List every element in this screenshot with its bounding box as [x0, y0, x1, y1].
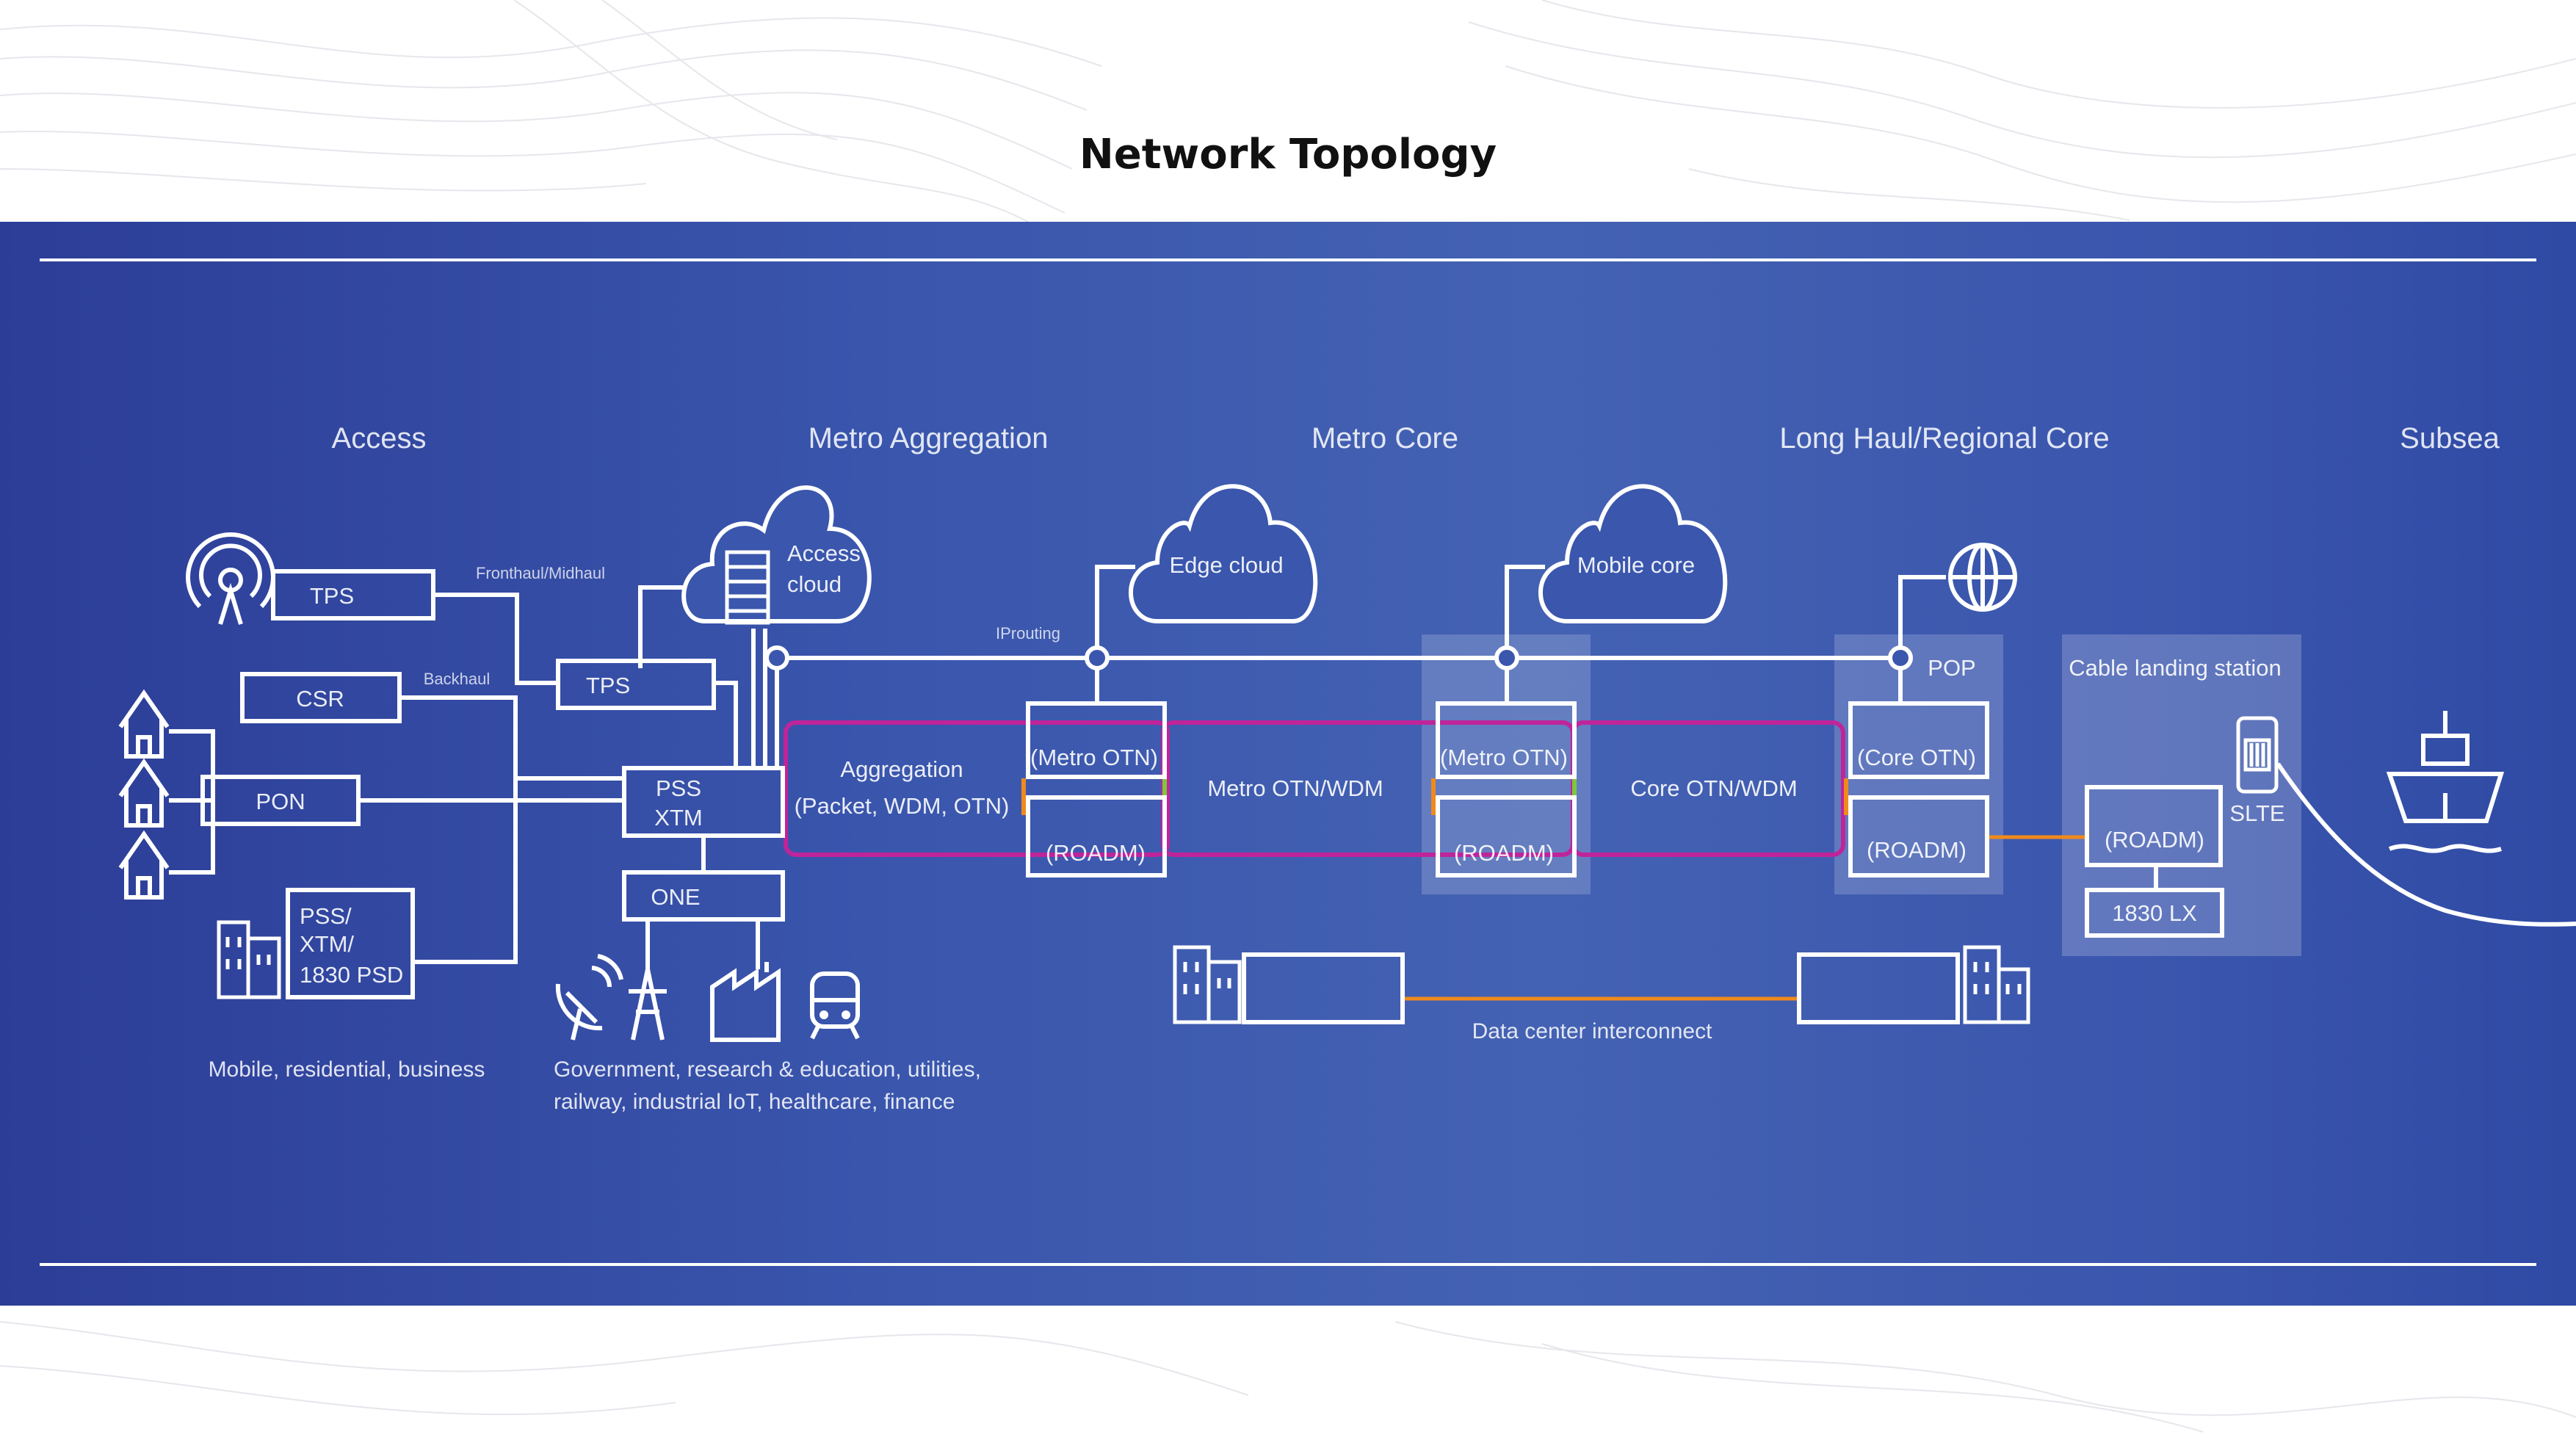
pon-box [200, 775, 361, 826]
slte-label: SLTE [2229, 800, 2284, 826]
roadm-box-2 [1436, 795, 1577, 878]
edge-cloud-icon [1129, 484, 1318, 623]
train-icon [810, 971, 860, 1040]
pss-psd-box [286, 888, 415, 999]
section-access: Access [332, 422, 427, 455]
tps-label-1: TPS [310, 583, 354, 609]
lx-box [2085, 888, 2224, 938]
access-cloud-label-1: Access [787, 540, 861, 566]
building-icon-dc-right [1963, 945, 2030, 1024]
ip-routing-label: IProuting [996, 624, 1060, 643]
pss-xtm-box [622, 766, 785, 838]
roadm-box-1 [1026, 795, 1167, 878]
access-users-caption: Mobile, residential, business [209, 1057, 485, 1082]
server-icon [725, 550, 770, 625]
edge-cloud-label: Edge cloud [1169, 552, 1283, 578]
metro-otn-wdm-label: Metro OTN/WDM [1207, 775, 1383, 801]
roadm-label-3: (ROADM) [1867, 837, 1967, 863]
house-icon-1 [118, 689, 170, 759]
ip-node-4 [1888, 645, 1913, 670]
core-otn-wdm-label: Core OTN/WDM [1630, 775, 1797, 801]
one-box [622, 870, 785, 922]
roadm-label-1: (ROADM) [1046, 840, 1146, 866]
section-long-haul: Long Haul/Regional Core [1779, 422, 2109, 455]
metro-otn-label-1: (Metro OTN) [1030, 745, 1158, 770]
enterprise-caption-2: railway, industrial IoT, healthcare, fin… [554, 1090, 955, 1114]
roadm-label-4: (ROADM) [2105, 827, 2204, 853]
access-cloud-icon [681, 485, 872, 623]
house-icon-3 [118, 830, 170, 900]
mobile-core-label: Mobile core [1577, 552, 1695, 578]
factory-icon [710, 962, 781, 1042]
backhaul-label: Backhaul [424, 670, 491, 688]
building-icon-access [217, 920, 281, 999]
lx-label: 1830 LX [2112, 900, 2197, 926]
pss-psd-label-2: XTM/ [300, 931, 354, 957]
dci-label: Data center interconnect [1472, 1019, 1713, 1043]
csr-label: CSR [296, 686, 344, 712]
pss-label: PSS [656, 775, 701, 801]
pop-label: POP [1928, 655, 1975, 681]
diagram-panel: Access Metro Aggregation Metro Core Long… [0, 222, 2576, 1306]
ip-node-2 [1085, 645, 1110, 670]
cable-landing-highlight [2062, 634, 2301, 956]
tps-box-1 [271, 569, 435, 620]
one-label: ONE [651, 884, 700, 910]
building-icon-dc-left [1173, 945, 1242, 1024]
metro-otn-box-1 [1026, 701, 1167, 779]
core-otn-box [1848, 701, 1989, 779]
fronthaul-label: Fronthaul/Midhaul [476, 564, 605, 582]
pss-psd-label-3: 1830 PSD [300, 962, 403, 988]
pon-label: PON [256, 789, 305, 814]
pss-psd-label-1: PSS/ [300, 903, 352, 929]
access-cloud-label-2: cloud [787, 571, 842, 597]
slte-device-icon [2236, 716, 2279, 794]
ip-node-3 [1494, 645, 1519, 670]
tps-box-2 [556, 659, 716, 710]
globe-icon [1948, 543, 2017, 612]
cable-landing-label: Cable landing station [2069, 655, 2282, 681]
page-title: Network Topology [1079, 131, 1497, 178]
dc-box-left [1242, 952, 1405, 1024]
power-tower-icon [629, 969, 667, 1041]
aggregation-label-1: Aggregation [840, 756, 963, 782]
ship-icon [2386, 711, 2505, 853]
roadm-box-4 [2085, 785, 2223, 867]
antenna-icon [186, 532, 275, 625]
long-haul-highlight [1834, 634, 2003, 894]
xtm-label: XTM [654, 805, 702, 831]
core-otn-label: (Core OTN) [1857, 745, 1976, 770]
aggregation-ring [784, 720, 1170, 857]
mobile-core-cloud-icon [1538, 484, 1728, 623]
house-icon-2 [118, 758, 170, 828]
csr-box [240, 672, 402, 723]
aggregation-label-2: (Packet, WDM, OTN) [795, 793, 1010, 819]
metro-otn-label-2: (Metro OTN) [1440, 745, 1568, 770]
section-subsea: Subsea [2400, 422, 2500, 455]
satellite-dish-icon [555, 954, 623, 1041]
section-metro-aggregation: Metro Aggregation [808, 422, 1049, 455]
enterprise-caption-1: Government, research & education, utilit… [554, 1057, 981, 1082]
roadm-label-2: (ROADM) [1454, 840, 1554, 866]
metro-otn-box-2 [1436, 701, 1577, 779]
section-metro-core: Metro Core [1311, 422, 1458, 455]
tps-label-2: TPS [586, 673, 630, 698]
roadm-box-3 [1848, 795, 1989, 878]
network-diagram: Access Metro Aggregation Metro Core Long… [40, 258, 2576, 1266]
dc-box-right [1797, 952, 1960, 1024]
ip-node-1 [764, 645, 789, 670]
